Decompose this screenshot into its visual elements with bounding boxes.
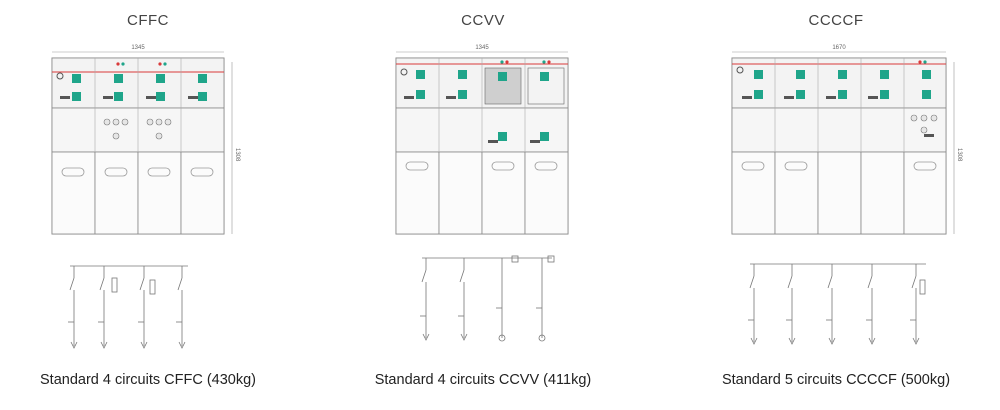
- panel-caption: Standard 5 circuits CCCCF (500kg): [721, 372, 951, 388]
- configuration-code: CCCCF: [808, 12, 864, 29]
- width-dimension-label: 1670: [832, 45, 846, 51]
- width-dimension-label: 1345: [131, 45, 145, 51]
- configuration-code: CFFC: [127, 12, 169, 29]
- single-line-diagram: [68, 265, 188, 349]
- width-dimension-label: 1345: [475, 45, 489, 51]
- switchgear-panel-cffc: CFFC 1345 1308: [28, 0, 268, 410]
- switchgear-panel-ccccf: CCCCF 1670 1308: [696, 0, 976, 410]
- height-dimension-label: 1308: [956, 148, 962, 162]
- configuration-code: CCVV: [461, 12, 505, 29]
- cabinet-front-view: 1345 1308: [51, 45, 240, 235]
- cabinet-front-view: 1345: [395, 45, 569, 235]
- switchgear-panel-ccvv: CCVV 1345: [352, 0, 614, 410]
- single-line-diagram: [420, 255, 555, 342]
- cabinet-front-view: 1670 1308: [731, 45, 962, 235]
- single-line-diagram: [748, 263, 926, 345]
- panel-caption: Standard 4 circuits CFFC (430kg): [40, 372, 256, 388]
- height-dimension-label: 1308: [234, 148, 240, 162]
- panel-caption: Standard 4 circuits CCVV (411kg): [374, 372, 592, 388]
